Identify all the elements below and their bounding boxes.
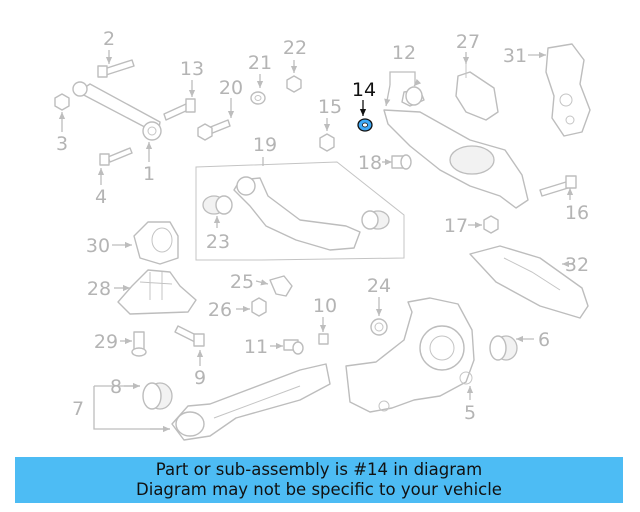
- label-4: 4: [95, 186, 107, 208]
- part-3-nut: [54, 93, 70, 111]
- label-30: 30: [86, 235, 110, 257]
- label-27: 27: [456, 31, 480, 53]
- label-25: 25: [230, 271, 254, 293]
- label-13: 13: [180, 58, 204, 80]
- leader-lines: [58, 50, 574, 433]
- label-26: 26: [208, 299, 232, 321]
- label-8: 8: [110, 376, 122, 398]
- label-11: 11: [244, 336, 268, 358]
- part-20-bolt: [197, 119, 231, 141]
- part-11-bolt: [283, 339, 304, 355]
- label-22: 22: [283, 37, 307, 59]
- label-6: 6: [538, 329, 550, 351]
- label-12: 12: [392, 42, 416, 64]
- part-4-bolt: [99, 147, 133, 166]
- part-26-nut: [251, 297, 267, 317]
- label-5: 5: [464, 402, 476, 424]
- label-21: 21: [248, 52, 272, 74]
- part-7-trailing-arm: [171, 363, 331, 441]
- label-20: 20: [219, 77, 243, 99]
- part-6-bushing: [489, 335, 518, 361]
- label-15: 15: [318, 96, 342, 118]
- part-17-nut: [483, 215, 499, 234]
- part-25-clip: [269, 275, 293, 297]
- banner-line-1: Part or sub-assembly is #14 in diagram: [155, 460, 483, 479]
- part-2-bolt: [97, 59, 135, 78]
- label-17: 17: [444, 215, 468, 237]
- part-29-bolt: [131, 331, 147, 357]
- part-32-link: [469, 245, 589, 319]
- label-32: 32: [565, 254, 589, 276]
- part-10-bolt: [318, 333, 329, 345]
- label-18: 18: [358, 152, 382, 174]
- parts-diagram: 1 2 3 4 5 6 7 8 9 10 11 12 13 14 15 16 1…: [54, 28, 591, 441]
- label-19: 19: [253, 134, 277, 156]
- part-15-nut: [319, 133, 335, 152]
- label-31: 31: [503, 45, 527, 67]
- part-labels: 1 2 3 4 5 6 7 8 9 10 11 12 13 14 15 16 1…: [56, 28, 589, 424]
- part-13-bolt: [163, 98, 196, 121]
- part-30-bump-stop: [133, 221, 179, 265]
- part-8-bushing: [142, 382, 173, 410]
- part-12-control-arm: [383, 86, 529, 209]
- part-19-upper-arm-assembly: [195, 161, 405, 261]
- label-9: 9: [194, 367, 206, 389]
- label-24: 24: [367, 275, 391, 297]
- part-24-washer: [370, 318, 388, 336]
- label-23: 23: [206, 231, 230, 253]
- label-7: 7: [72, 398, 84, 420]
- part-21-washer: [250, 91, 266, 105]
- label-14-highlighted: 14: [352, 79, 376, 101]
- banner-line-2: Diagram may not be specific to your vehi…: [136, 480, 502, 499]
- part-14-washer-highlighted[interactable]: [357, 118, 373, 132]
- part-5-knuckle: [345, 297, 475, 413]
- part-31-mount: [545, 43, 591, 137]
- label-1: 1: [143, 163, 155, 185]
- part-27-bracket: [455, 64, 499, 121]
- part-9-bolt: [174, 325, 205, 347]
- part-18-bolt: [391, 154, 412, 170]
- label-28: 28: [87, 278, 111, 300]
- label-2: 2: [103, 28, 115, 50]
- part-1-lateral-link: [72, 81, 162, 141]
- label-3: 3: [56, 133, 68, 155]
- label-16: 16: [565, 202, 589, 224]
- part-28-mount: [117, 269, 197, 315]
- part-22-nut: [286, 75, 302, 93]
- info-banner: Part or sub-assembly is #14 in diagram D…: [15, 457, 623, 503]
- label-29: 29: [94, 331, 118, 353]
- label-10: 10: [313, 295, 337, 317]
